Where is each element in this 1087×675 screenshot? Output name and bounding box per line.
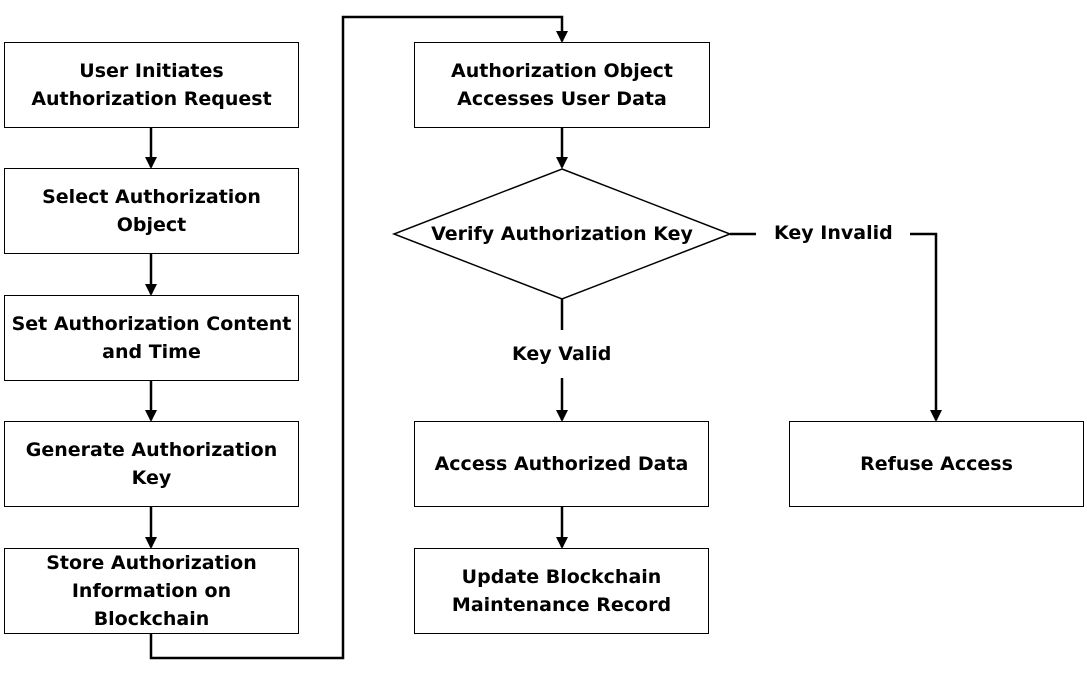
access-authorized-data-label: Access Authorized Data [434, 453, 689, 475]
store-authorization-info-label: Store Authorization Information on Block… [46, 552, 257, 630]
generate-authorization-key-box: Generate Authorization Key [4, 421, 299, 507]
store-authorization-info-box: Store Authorization Information on Block… [4, 548, 299, 634]
set-authorization-content-box: Set Authorization Content and Time [4, 295, 299, 381]
key-invalid-label: Key Invalid [774, 221, 893, 245]
key-valid-label: Key Valid [512, 342, 612, 366]
refuse-access-label: Refuse Access [860, 453, 1013, 475]
arrow-invalid-to-refuse [910, 232, 942, 422]
user-initiates-request-box: User Initiates Authorization Request [4, 42, 299, 128]
access-authorized-data-box: Access Authorized Data [414, 421, 709, 507]
user-initiates-request-label: User Initiates Authorization Request [31, 60, 272, 110]
set-authorization-content-label: Set Authorization Content and Time [11, 313, 292, 363]
update-maintenance-record-box: Update Blockchain Maintenance Record [414, 548, 709, 634]
select-authorization-object-box: Select Authorization Object [4, 168, 299, 254]
select-authorization-object-label: Select Authorization Object [42, 186, 261, 236]
refuse-access-box: Refuse Access [789, 421, 1084, 507]
generate-authorization-key-label: Generate Authorization Key [25, 439, 278, 489]
verify-key-label: Verify Authorization Key [431, 223, 693, 245]
update-maintenance-record-label: Update Blockchain Maintenance Record [451, 566, 672, 616]
object-accesses-user-data-label: Authorization Object Accesses User Data [451, 60, 673, 110]
arrow-store-to-object-accesses [149, 15, 568, 660]
object-accesses-user-data-box: Authorization Object Accesses User Data [414, 42, 710, 128]
